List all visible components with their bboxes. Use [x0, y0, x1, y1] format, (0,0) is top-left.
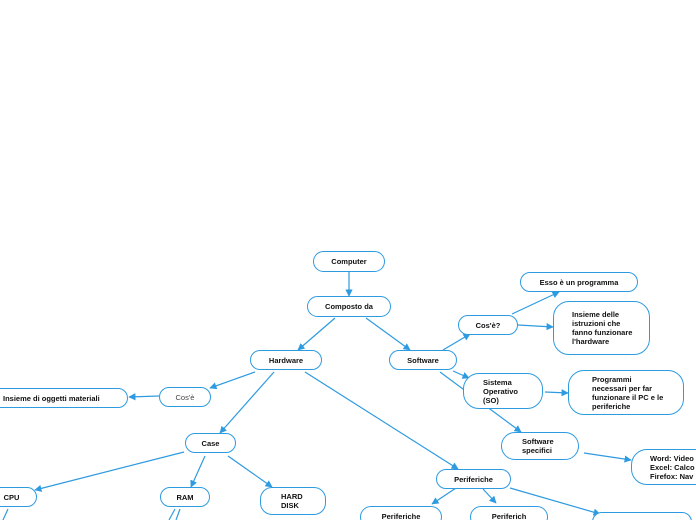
node-cpu[interactable]: CPU [0, 487, 37, 507]
node-hard-disk[interactable]: HARD DISK [260, 487, 326, 515]
node-periferiche-child-2[interactable]: Periferich [470, 506, 548, 520]
node-software-cose[interactable]: Cos'è? [458, 315, 518, 335]
edge-case-cpu [34, 451, 185, 492]
node-case[interactable]: Case [185, 433, 236, 453]
edge-hardware-cose [209, 371, 256, 390]
edge-ram-child-1 [168, 508, 176, 520]
edge-case-hdd [227, 455, 273, 488]
so-definizione-text: Programmi necessari per far funzionare i… [592, 374, 664, 411]
edge-cose-istruzioni [517, 323, 554, 331]
node-ram[interactable]: RAM [160, 487, 210, 507]
edge-composto-hardware [297, 317, 336, 351]
edge-cose-definition [128, 393, 160, 401]
node-periferiche-child-3[interactable] [592, 512, 692, 520]
node-insieme-istruzioni[interactable]: Insieme delle istruzioni che fanno funzi… [553, 301, 650, 355]
edge-software-so [452, 370, 470, 379]
edge-periferiche-2 [482, 488, 497, 504]
edge-hardware-case [219, 371, 275, 434]
software-specifici-text: Software specifici [522, 437, 554, 455]
node-computer[interactable]: Computer [313, 251, 385, 272]
edge-hardware-periferiche [304, 371, 459, 470]
istruzioni-text: Insieme delle istruzioni che fanno funzi… [572, 310, 633, 346]
edge-so-definizione [544, 389, 569, 397]
node-hardware-cose[interactable]: Cos'è [159, 387, 211, 407]
node-composto-da[interactable]: Composto da [307, 296, 391, 317]
node-periferiche[interactable]: Periferiche [436, 469, 511, 489]
edge-specifici-esempi [583, 452, 632, 463]
node-software-esempi[interactable]: Word: Video Excel: Calco Firefox: Nav [631, 449, 696, 485]
edge-software-cose [442, 333, 471, 351]
node-hard-disk-label: HARD DISK [281, 492, 303, 510]
node-so-definizione[interactable]: Programmi necessari per far funzionare i… [568, 370, 684, 415]
node-hardware[interactable]: Hardware [250, 350, 322, 370]
edge-case-ram [190, 455, 206, 488]
node-esso-programma[interactable]: Esso è un programma [520, 272, 638, 292]
edge-periferiche-3 [509, 487, 601, 516]
software-esempi-text: Word: Video Excel: Calco Firefox: Nav [650, 453, 695, 481]
so-text: Sistema Operativo (SO) [483, 377, 519, 405]
edge-cose-programma [511, 291, 560, 315]
node-periferiche-child-1[interactable]: Periferiche [360, 506, 442, 520]
node-software[interactable]: Software [389, 350, 457, 370]
edge-cpu-child [2, 508, 9, 520]
edge-composto-software [365, 317, 411, 351]
node-sistema-operativo[interactable]: Sistema Operativo (SO) [463, 373, 543, 409]
edge-periferiche-1 [431, 487, 457, 505]
edge-ram-child-2 [175, 508, 181, 520]
node-software-specifici[interactable]: Software specifici [501, 432, 579, 460]
node-hardware-definition[interactable]: Insieme di oggetti materiali [0, 388, 128, 408]
